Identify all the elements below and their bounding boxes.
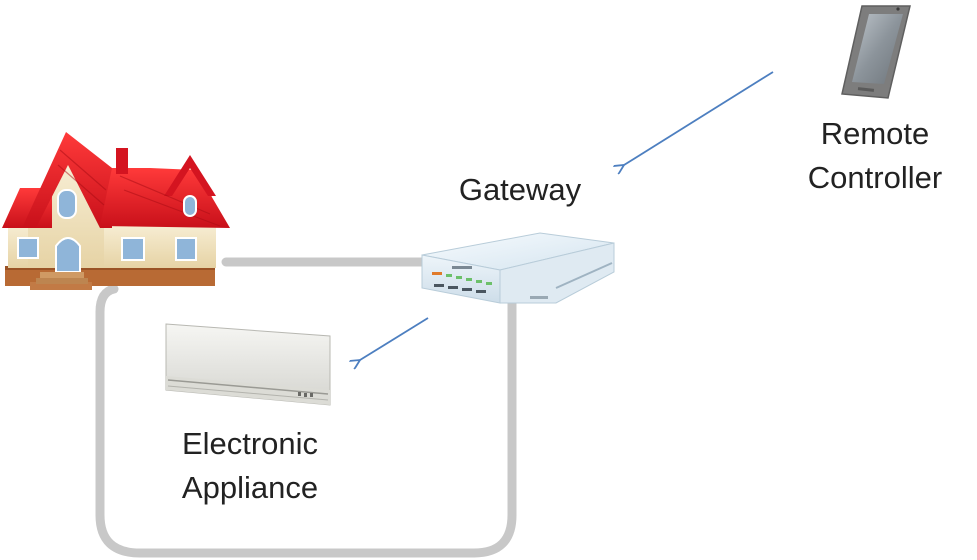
home-network-boundary	[95, 257, 517, 558]
router-icon	[421, 232, 615, 304]
air-conditioner-icon	[165, 323, 331, 406]
remote-label-line2: Controller	[807, 160, 943, 195]
appliance-label-line2: Appliance	[181, 470, 319, 505]
remote-controller-label: Remote Controller	[780, 112, 970, 200]
gateway-label: Gateway	[430, 168, 610, 212]
house-icon	[2, 132, 230, 290]
gateway-label-text: Gateway	[458, 172, 582, 207]
remote-label-line1: Remote	[820, 116, 930, 151]
smartphone-icon	[841, 5, 911, 99]
remote-to-gateway-arrow	[624, 71, 774, 165]
appliance-label-line1: Electronic	[181, 426, 319, 461]
gateway-to-appliance-arrow	[360, 317, 429, 360]
electronic-appliance-label: Electronic Appliance	[140, 422, 360, 510]
